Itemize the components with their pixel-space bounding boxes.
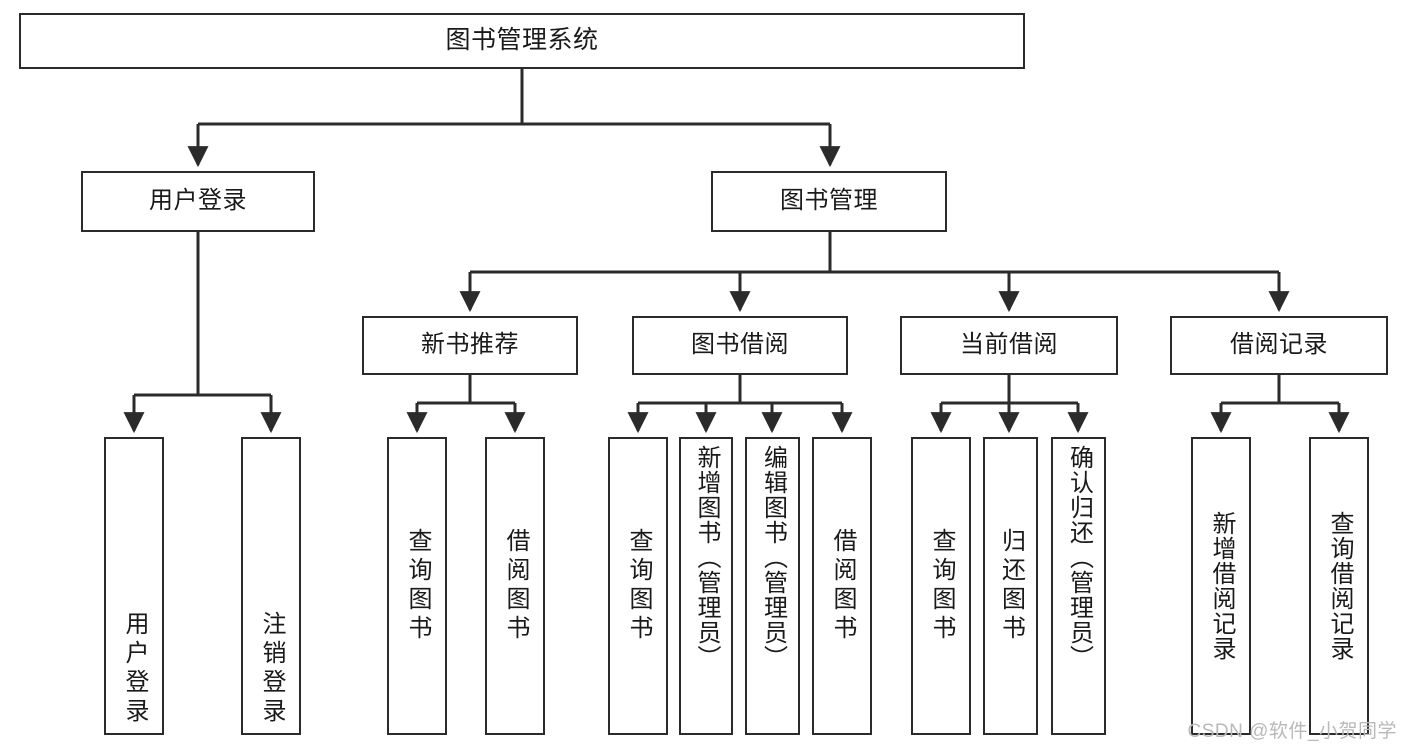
leaf-user-login[interactable]: 用户登录 (104, 437, 164, 735)
leaf-confirm-return[interactable]: 确认归还（管理员） (1051, 437, 1106, 735)
leaf-borrow-book-1[interactable]: 借阅图书 (485, 437, 545, 735)
leaf-query-record-label: 查询借阅记录 (1326, 511, 1353, 661)
node-book-borrow-label: 图书借阅 (691, 331, 789, 359)
leaf-return-book[interactable]: 归还图书 (983, 437, 1038, 735)
node-new-book-recommend-label: 新书推荐 (421, 331, 519, 359)
node-root-label: 图书管理系统 (445, 26, 599, 55)
leaf-edit-book-label: 编辑图书（管理员） (759, 445, 787, 670)
leaf-query-book-3[interactable]: 查询图书 (911, 437, 971, 735)
node-borrow-record[interactable]: 借阅记录 (1170, 316, 1388, 375)
leaf-add-record[interactable]: 新增借阅记录 (1191, 437, 1251, 735)
leaf-return-book-label: 归还图书 (997, 528, 1025, 644)
node-book-borrow[interactable]: 图书借阅 (632, 316, 848, 375)
node-new-book-recommend[interactable]: 新书推荐 (362, 316, 578, 375)
node-user-login[interactable]: 用户登录 (81, 171, 315, 232)
leaf-query-book-2[interactable]: 查询图书 (608, 437, 668, 735)
leaf-query-record[interactable]: 查询借阅记录 (1309, 437, 1369, 735)
watermark: CSDN @软件_小贺同学 (1187, 721, 1397, 742)
node-current-borrow[interactable]: 当前借阅 (900, 316, 1118, 375)
leaf-query-book-2-label: 查询图书 (625, 528, 652, 644)
leaf-add-record-label: 新增借阅记录 (1208, 511, 1235, 661)
leaf-borrow-book-2-label: 借阅图书 (829, 528, 856, 644)
leaf-edit-book[interactable]: 编辑图书（管理员） (745, 437, 800, 735)
node-book-manage-label: 图书管理 (780, 187, 878, 215)
leaf-query-book-1[interactable]: 查询图书 (387, 437, 447, 735)
leaf-query-book-1-label: 查询图书 (404, 528, 431, 644)
leaf-confirm-return-label: 确认归还（管理员） (1065, 445, 1093, 670)
leaf-user-logout[interactable]: 注销登录 (241, 437, 301, 735)
leaf-user-login-label: 用户登录 (121, 611, 148, 727)
node-root[interactable]: 图书管理系统 (19, 13, 1025, 69)
leaf-add-book[interactable]: 新增图书（管理员） (679, 437, 733, 735)
leaf-borrow-book-2[interactable]: 借阅图书 (812, 437, 872, 735)
leaf-borrow-book-1-label: 借阅图书 (502, 528, 529, 644)
leaf-add-book-label: 新增图书（管理员） (693, 445, 720, 670)
leaf-query-book-3-label: 查询图书 (928, 528, 955, 644)
node-borrow-record-label: 借阅记录 (1230, 331, 1328, 359)
node-current-borrow-label: 当前借阅 (960, 331, 1058, 359)
leaf-user-logout-label: 注销登录 (258, 611, 285, 727)
node-book-manage[interactable]: 图书管理 (711, 171, 947, 232)
node-user-login-label: 用户登录 (149, 187, 247, 215)
